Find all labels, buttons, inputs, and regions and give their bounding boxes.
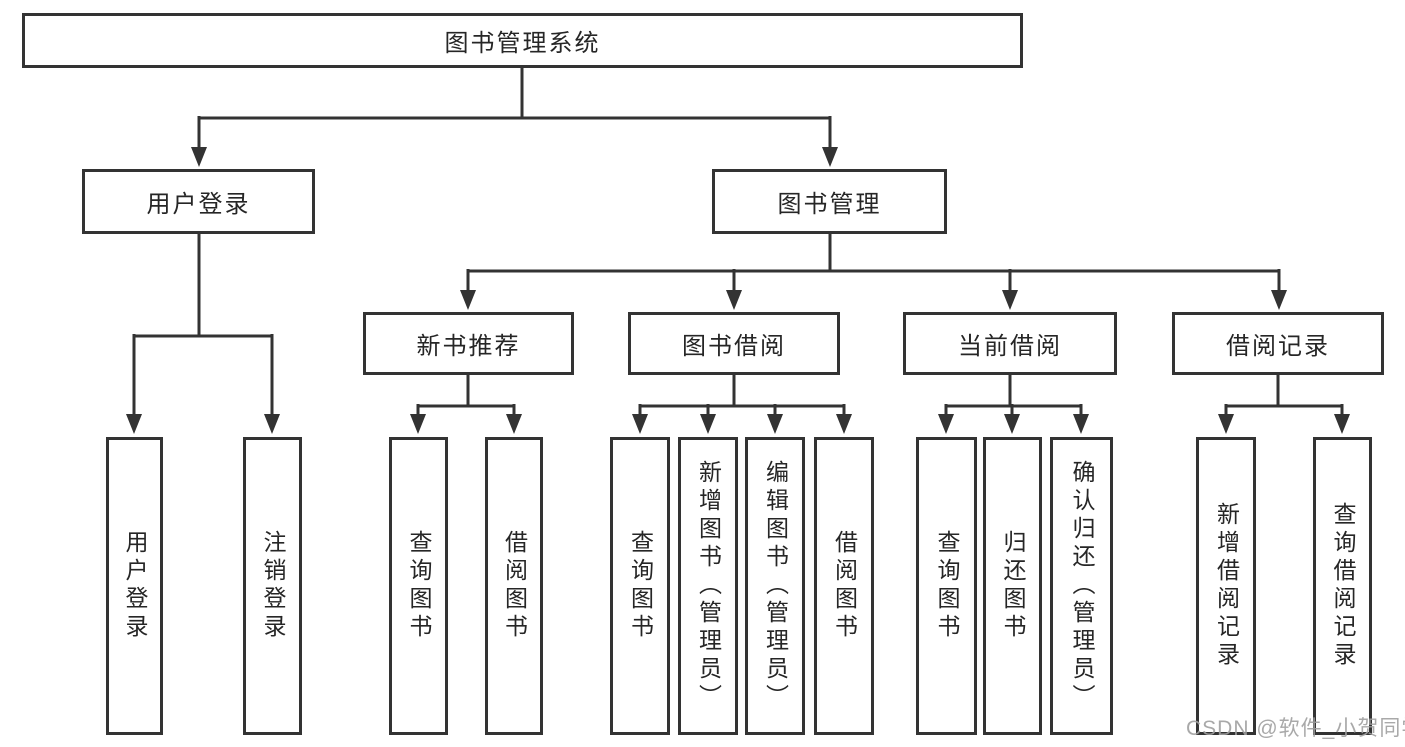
node-label: 借阅记录 bbox=[1226, 333, 1330, 360]
node-user-login: 用户登录 bbox=[82, 169, 315, 234]
node-label: 新书推荐 bbox=[416, 333, 521, 360]
leaf-borrow-books: 借阅图书 bbox=[814, 437, 874, 735]
node-label: 查询借阅记录 bbox=[1330, 502, 1356, 670]
leaf-logout: 注销登录 bbox=[243, 437, 302, 735]
node-system-root: 图书管理系统 bbox=[22, 13, 1023, 68]
node-label: 查询图书 bbox=[934, 530, 960, 642]
node-label: 新增图书（管理员） bbox=[695, 460, 722, 712]
leaf-add-borrow-record: 新增借阅记录 bbox=[1196, 437, 1256, 735]
node-label: 借阅图书 bbox=[501, 530, 528, 642]
node-label: 确认归还（管理员） bbox=[1069, 460, 1095, 712]
node-label: 借阅图书 bbox=[831, 530, 858, 642]
node-book-borrow: 图书借阅 bbox=[628, 312, 840, 375]
leaf-edit-book-admin: 编辑图书（管理员） bbox=[745, 437, 805, 735]
leaf-recommend-borrow-books: 借阅图书 bbox=[485, 437, 543, 735]
node-label: 归还图书 bbox=[1000, 530, 1026, 642]
leaf-borrow-query-books: 查询图书 bbox=[610, 437, 670, 735]
node-label: 新增借阅记录 bbox=[1213, 502, 1240, 670]
node-label: 图书管理系统 bbox=[444, 30, 601, 57]
arrowhead-icons bbox=[126, 147, 1350, 434]
node-borrow-records: 借阅记录 bbox=[1172, 312, 1384, 375]
leaf-user-login: 用户登录 bbox=[106, 437, 163, 735]
node-label: 用户登录 bbox=[146, 191, 251, 218]
node-label: 用户登录 bbox=[122, 530, 148, 642]
leaf-return-books: 归还图书 bbox=[983, 437, 1042, 735]
watermark: CSDN @软件_小贺同学 bbox=[1186, 717, 1405, 740]
node-new-book-recommend: 新书推荐 bbox=[363, 312, 574, 375]
leaf-confirm-return-admin: 确认归还（管理员） bbox=[1050, 437, 1113, 735]
leaf-recommend-query-books: 查询图书 bbox=[389, 437, 448, 735]
node-label: 编辑图书（管理员） bbox=[762, 460, 789, 712]
node-label: 查询图书 bbox=[627, 530, 654, 642]
node-label: 当前借阅 bbox=[958, 333, 1062, 360]
leaf-current-query-books: 查询图书 bbox=[916, 437, 977, 735]
node-label: 图书管理 bbox=[777, 191, 882, 218]
leaf-query-borrow-record: 查询借阅记录 bbox=[1313, 437, 1372, 735]
node-current-borrow: 当前借阅 bbox=[903, 312, 1117, 375]
node-label: 注销登录 bbox=[260, 530, 286, 642]
node-label: 图书借阅 bbox=[682, 333, 786, 360]
node-book-management: 图书管理 bbox=[712, 169, 947, 234]
node-label: 查询图书 bbox=[406, 530, 432, 642]
leaf-add-book-admin: 新增图书（管理员） bbox=[678, 437, 738, 735]
